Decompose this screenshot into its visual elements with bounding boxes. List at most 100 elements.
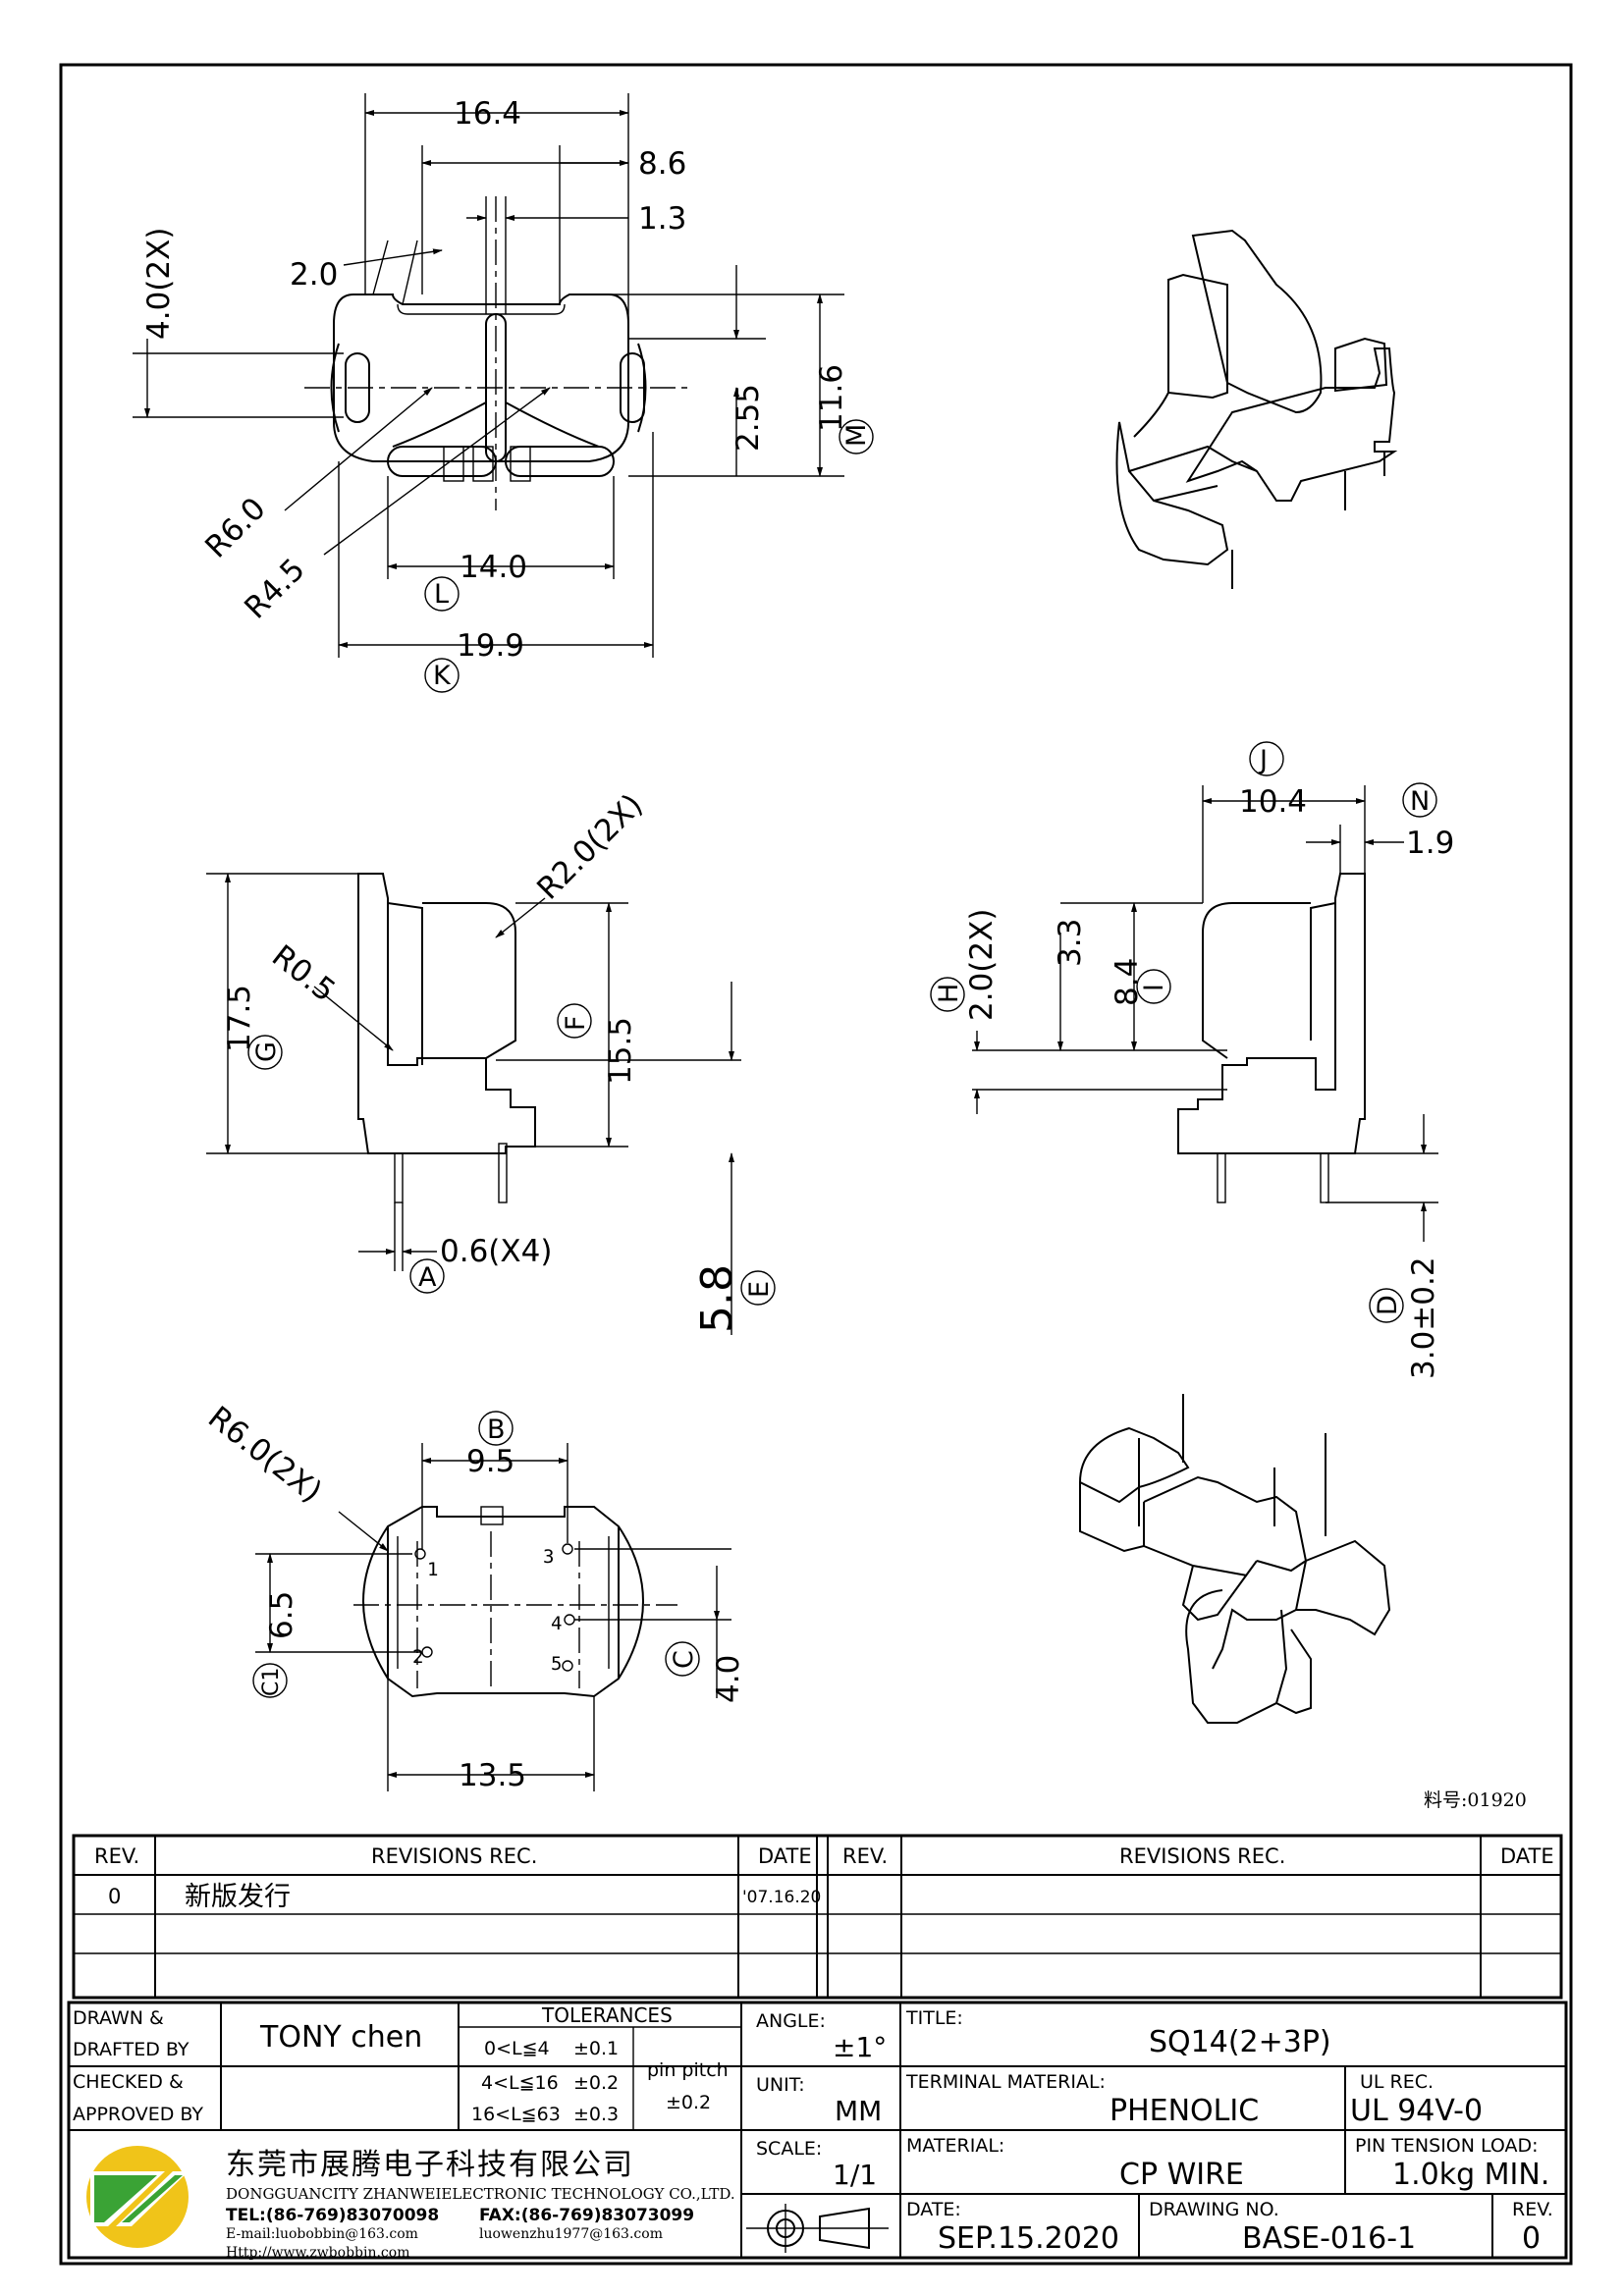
drawing-no-label: DRAWING NO. — [1149, 2199, 1279, 2220]
tag-b: B — [487, 1415, 506, 1445]
pin-2-label: 2 — [412, 1646, 423, 1668]
dim-2-0: 2.0 — [290, 257, 338, 293]
dim-13-5: 13.5 — [459, 1758, 526, 1793]
tag-i: I — [1139, 984, 1169, 991]
dim-r6-0: R6.0 — [198, 491, 273, 565]
dim-9-5: 9.5 — [466, 1444, 514, 1479]
scale-value: 1/1 — [833, 2159, 877, 2191]
approved-label: APPROVED BY — [73, 2104, 203, 2125]
dim-11-6: 11.6 — [814, 364, 849, 432]
drawn-by-value: TONY chen — [259, 2020, 422, 2055]
top-view: 16.4 8.6 1.3 2.0 4.0(2X) 2.55 11.6 M — [133, 93, 874, 693]
company-fax: FAX:(86-769)83073099 — [479, 2206, 694, 2225]
pin-pitch-tol: ±0.2 — [666, 2092, 711, 2113]
tag-c: C — [669, 1650, 699, 1669]
dim-r2-0-2x: R2.0(2X) — [530, 787, 650, 907]
revision-desc-0: 新版发行 — [185, 1882, 291, 1912]
date-header: DATE — [758, 1844, 812, 1868]
drafted-label: DRAFTED BY — [73, 2039, 189, 2060]
tol-range-1: 4<L≦16 — [481, 2072, 559, 2094]
date-label: DATE: — [906, 2199, 961, 2220]
dim-r4-5: R4.5 — [238, 552, 312, 626]
angle-label: ANGLE: — [756, 2010, 826, 2032]
tag-h: H — [934, 984, 964, 1003]
material-label: MATERIAL: — [906, 2135, 1004, 2157]
tol-value-0: ±0.1 — [573, 2038, 619, 2059]
tag-k: K — [433, 661, 452, 691]
pin-tension-value: 1.0kg MIN. — [1392, 2158, 1549, 2192]
revisions-header: REVISIONS REC. — [371, 1844, 537, 1868]
tol-range-0: 0<L≦4 — [484, 2038, 550, 2059]
ul-rec-value: UL 94V-0 — [1350, 2094, 1483, 2128]
tag-g: G — [251, 1041, 282, 1062]
revision-date-0: '07.16.20 — [742, 1888, 821, 1907]
tolerances-label: TOLERANCES — [541, 2003, 673, 2027]
projection-symbol-icon — [746, 2204, 889, 2253]
rev-header-2: REV. — [842, 1844, 888, 1868]
title-value: SQ14(2+3P) — [1149, 2025, 1331, 2059]
dim-4-0: 4.0 — [711, 1655, 746, 1703]
drawn-label: DRAWN & — [73, 2007, 164, 2029]
company-name-cn: 东莞市展腾电子科技有限公司 — [226, 2148, 634, 2182]
tol-value-1: ±0.2 — [573, 2072, 619, 2094]
material-value: CP WIRE — [1119, 2158, 1244, 2192]
revisions-table: REV. REVISIONS REC. DATE REV. REVISIONS … — [72, 1834, 1563, 2000]
side-view-right: 10.4 J 1.9 N 3.3 8.4 I 2.0(2X) H 3.0±0.2… — [930, 741, 1454, 1379]
company-logo — [86, 2146, 189, 2248]
title-block: DRAWN & DRAFTED BY TONY chen CHECKED & A… — [67, 2001, 1568, 2261]
rev-header: REV. — [94, 1844, 139, 1868]
dim-6-5: 6.5 — [264, 1591, 299, 1639]
revisions-header-2: REVISIONS REC. — [1119, 1844, 1285, 1868]
title-label: TITLE: — [905, 2007, 963, 2029]
dim-17-5: 17.5 — [222, 985, 257, 1052]
part-number: 料号:01920 — [1424, 1789, 1527, 1811]
iso-view-bottom — [1078, 1394, 1391, 1724]
dim-8-4: 8.4 — [1110, 958, 1145, 1006]
date-value: SEP.15.2020 — [938, 2221, 1119, 2256]
side-view-left: R2.0(2X) R0.5 17.5 G 15.5 F 5.8 E 0.6(X4… — [206, 787, 776, 1335]
company-email: E-mail:luobobbin@163.com — [226, 2226, 418, 2242]
tag-m: M — [841, 424, 872, 447]
tag-c1: C1 — [259, 1668, 284, 1696]
sheet-border — [59, 63, 1573, 2266]
dim-10-4: 10.4 — [1239, 784, 1307, 820]
tol-range-2: 16<L≦63 — [471, 2104, 561, 2125]
iso-view-top — [1115, 229, 1398, 589]
rev-value: 0 — [1522, 2221, 1541, 2256]
rev-label: REV. — [1512, 2199, 1553, 2220]
tag-f: F — [561, 1015, 591, 1031]
drawing-no-value: BASE-016-1 — [1242, 2221, 1416, 2256]
tol-value-2: ±0.3 — [573, 2104, 619, 2125]
dim-1-3: 1.3 — [638, 201, 686, 237]
pin-3-label: 3 — [543, 1546, 554, 1568]
dim-19-9: 19.9 — [457, 628, 524, 664]
angle-value: ±1° — [833, 2031, 887, 2063]
tag-n: N — [1410, 786, 1430, 817]
dim-1-9: 1.9 — [1406, 826, 1454, 861]
tag-d: D — [1373, 1295, 1403, 1315]
bottom-view: 1 2 3 4 5 R6.0(2X) 9.5 B 6.5 C1 4.0 C 13… — [201, 1400, 746, 1793]
dim-3-3: 3.3 — [1053, 919, 1088, 967]
pin-5-label: 5 — [551, 1653, 562, 1675]
dim-4-0-2x: 4.0(2X) — [141, 228, 177, 340]
terminal-material-value: PHENOLIC — [1110, 2094, 1259, 2128]
dim-16-4: 16.4 — [454, 96, 521, 132]
ul-rec-label: UL REC. — [1360, 2071, 1434, 2093]
dim-2-55: 2.55 — [731, 384, 766, 452]
tag-a: A — [418, 1262, 437, 1293]
pin-pitch-label: pin pitch — [647, 2059, 729, 2081]
pin-tension-label: PIN TENSION LOAD: — [1355, 2135, 1539, 2157]
company-tel: TEL:(86-769)83070098 — [226, 2206, 439, 2225]
dim-0-6-x4: 0.6(X4) — [440, 1234, 552, 1269]
dim-3-0-0-2: 3.0±0.2 — [1406, 1256, 1441, 1379]
dim-r6-0-2x: R6.0(2X) — [201, 1400, 328, 1510]
unit-value: MM — [835, 2095, 882, 2127]
terminal-material-label: TERMINAL MATERIAL: — [905, 2071, 1106, 2093]
scale-label: SCALE: — [756, 2138, 822, 2160]
company-website: Http://www.zwbobbin.com — [226, 2245, 409, 2261]
pin-4-label: 4 — [551, 1613, 562, 1634]
dim-15-5: 15.5 — [603, 1017, 638, 1085]
dim-5-8: 5.8 — [692, 1264, 742, 1333]
tag-e: E — [744, 1281, 775, 1298]
